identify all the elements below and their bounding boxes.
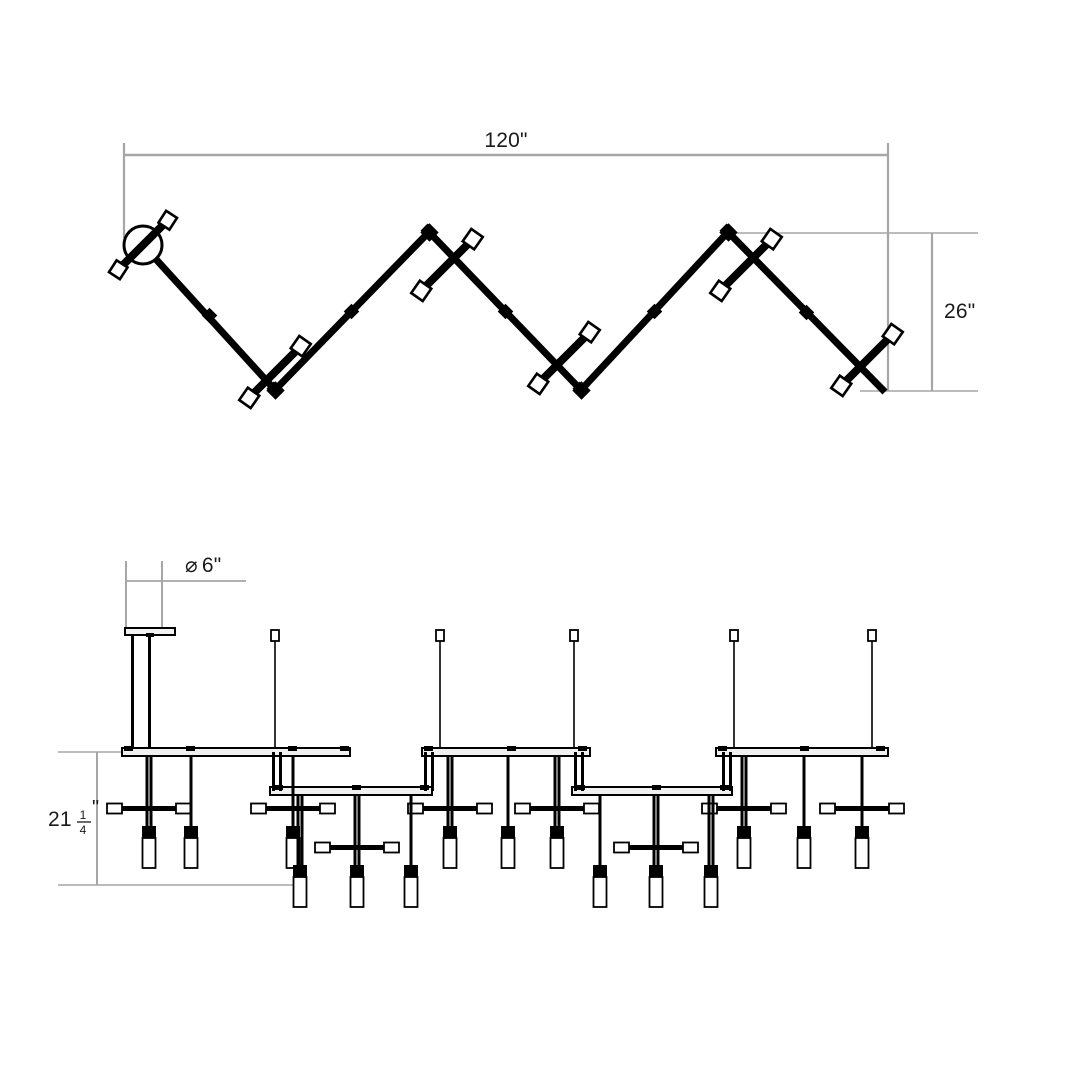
pendant-lamp (407, 756, 493, 869)
lamp-cross-arm (314, 841, 400, 854)
plan-fixture-valley-2 (526, 320, 602, 396)
lamp-cross-arm (514, 802, 600, 815)
suspension-cable (867, 629, 877, 752)
elevation-pendants-lower (292, 795, 719, 908)
pendant-lamp (701, 756, 787, 869)
dimension-overall-depth: 26" (722, 232, 978, 392)
pendant-lamp (613, 795, 699, 908)
dimension-overall-width: 120" (122, 129, 890, 238)
dimension-label-overall-depth: 26" (944, 300, 975, 323)
dimension-canopy-diameter: ⌀6" (125, 554, 246, 628)
pendant-lamp (292, 795, 308, 908)
dimension-label-canopy-diameter: ⌀6" (185, 554, 221, 577)
dimension-value-height-whole: 21 (48, 808, 72, 831)
elevation-lower-rails (269, 786, 733, 796)
dimension-value-canopy-diameter: 6" (202, 554, 222, 577)
upper-rail (121, 747, 351, 757)
plan-rail-connectors (201, 303, 815, 324)
upper-rail (421, 747, 591, 757)
rail-connector (424, 752, 434, 791)
suspension-cable (270, 629, 280, 752)
plan-lamp-arm (107, 209, 179, 281)
pendant-lamp (703, 795, 719, 908)
pendant-lamp (819, 756, 905, 869)
dimension-height-fraction-numerator: 1 (80, 808, 87, 822)
suspension-cable (435, 629, 445, 752)
lamp-cross-arm (701, 802, 787, 815)
plan-crossarm-valley-2 (572, 381, 590, 399)
lamp-cross-arm (106, 802, 192, 815)
elevation-pendants-upper (106, 756, 905, 869)
dimension-height-fraction-denominator: 4 (80, 823, 87, 837)
lamp-cross-arm (407, 802, 493, 815)
lamp-cross-arm (250, 802, 336, 815)
rail-connector (722, 752, 732, 791)
plan-cross-fixtures (266, 223, 737, 399)
rail-connector (272, 752, 282, 791)
pendant-lamp (500, 756, 516, 869)
plan-crossarm-peak-2 (719, 223, 737, 241)
elevation-canopy (124, 627, 176, 752)
plan-view (107, 209, 905, 410)
dimension-overall-height: 21 1 4 " (48, 751, 296, 886)
plan-fixture-peak-1 (409, 227, 485, 303)
diameter-symbol: ⌀ (185, 554, 198, 577)
suspension-cable (729, 629, 739, 752)
pendant-lamp (183, 756, 199, 869)
elevation-suspension-cables (270, 629, 877, 752)
plan-crossarm-peak-1 (420, 223, 438, 241)
dimension-label-overall-width: 120" (484, 129, 527, 152)
plan-fixture-peak-2 (708, 227, 784, 303)
plan-crossarm-valley-1 (266, 381, 284, 399)
dimension-label-overall-height: 21 (48, 808, 72, 831)
suspension-cable (569, 629, 579, 752)
dimension-height-inch-mark: " (92, 797, 99, 819)
pendant-lamp (314, 795, 400, 908)
pendant-lamp (403, 795, 419, 908)
pendant-lamp (514, 756, 600, 869)
pendant-lamp (796, 756, 812, 869)
plan-fixture-end (829, 322, 905, 398)
pendant-lamp (592, 795, 608, 908)
elevation-view (106, 627, 905, 908)
lamp-cross-arm (613, 841, 699, 854)
plan-zigzag-rails (140, 229, 888, 395)
elevation-rail-connectors (272, 752, 732, 791)
pendant-lamp (106, 756, 192, 869)
plan-fixture-valley-1 (237, 334, 313, 410)
rail-connector (574, 752, 584, 791)
lamp-cross-arm (819, 802, 905, 815)
elevation-upper-rails (121, 747, 889, 757)
plan-fixture-canopy (107, 209, 179, 281)
